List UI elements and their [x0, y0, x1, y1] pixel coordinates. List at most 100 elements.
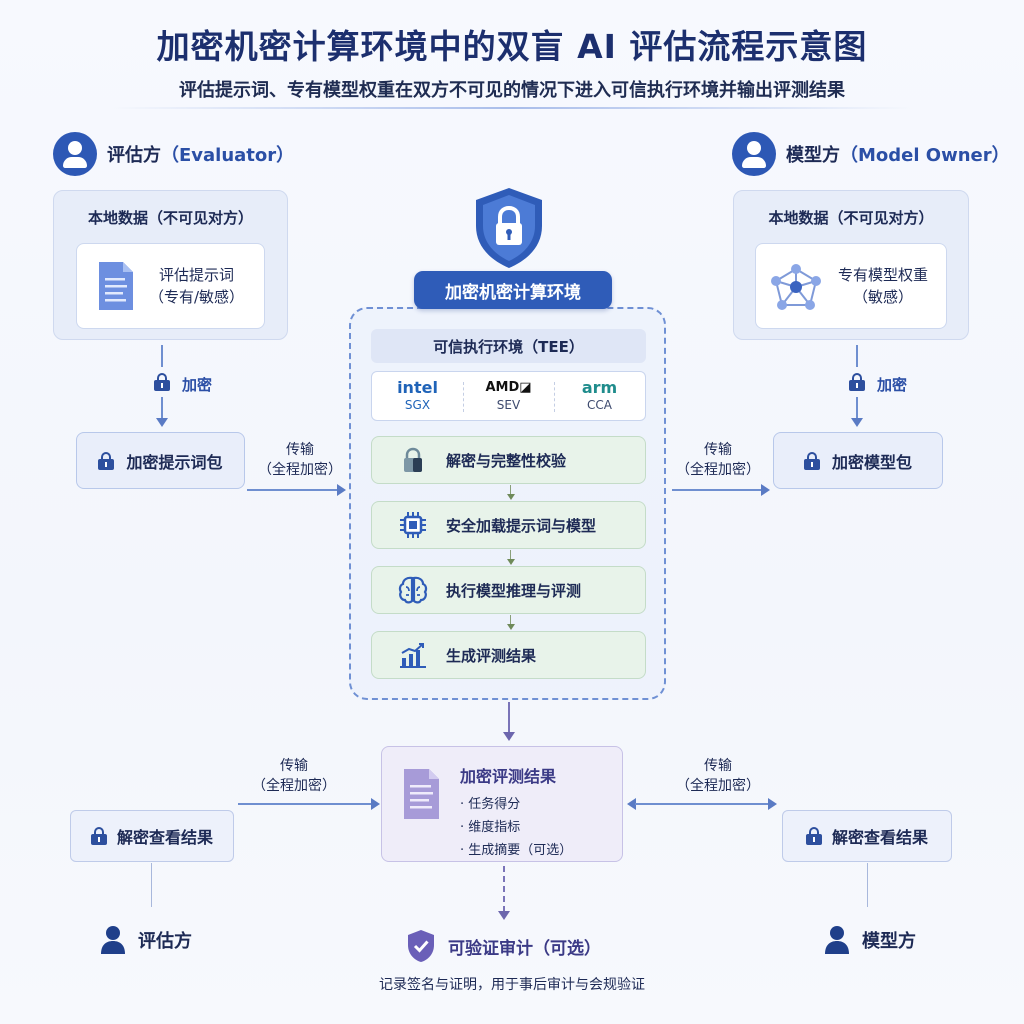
- lock-icon: [849, 373, 865, 391]
- model-encrypt-line-bottom: [856, 397, 858, 419]
- model-encrypt-line-top: [856, 345, 858, 367]
- tee-vendor-row: intel SGX AMD◪ SEV arm CCA: [371, 371, 646, 421]
- document-icon: [404, 769, 439, 819]
- intel-sgx-label: SGX: [404, 398, 431, 412]
- model-transfer-label: 传输 （全程加密）: [670, 440, 766, 480]
- evaluator-person: 评估方: [100, 925, 192, 955]
- lock-icon: [154, 373, 170, 391]
- vendor-amd: AMD◪ SEV: [463, 372, 554, 420]
- amd-logo: AMD◪: [485, 380, 532, 395]
- decrypt-view-left: 解密查看结果: [70, 810, 234, 862]
- evaluator-transfer-line2: （全程加密）: [258, 462, 342, 478]
- evaluator-heading-en: （Evaluator）: [161, 145, 295, 166]
- output-left-transfer-line1: 传输: [280, 758, 308, 774]
- shield-lock-icon: [476, 188, 542, 268]
- document-icon: [99, 262, 133, 310]
- evaluator-data-line1: 评估提示词: [159, 266, 235, 284]
- evaluator-panel-label: 本地数据（不可见对方）: [87, 209, 253, 227]
- output-right-transfer-label: 传输 （全程加密）: [670, 756, 766, 796]
- shield-check-icon: [408, 930, 434, 962]
- tee-heading: 可信执行环境（TEE）: [371, 329, 646, 363]
- model-weights-card: 专有模型权重 （敏感）: [755, 243, 947, 329]
- evaluator-encrypt-label: 加密: [182, 376, 213, 394]
- evaluator-transfer-line1: 传输: [286, 442, 314, 458]
- page-title: 加密机密计算环境中的双盲 AI 评估流程示意图: [156, 27, 868, 66]
- result-item: · 生成摘要（可选）: [460, 843, 573, 858]
- step-connector: [510, 615, 511, 625]
- arm-cca-label: CCA: [587, 398, 612, 412]
- tee-step-label: 生成评测结果: [446, 646, 537, 665]
- audit-note: 记录签名与证明，用于事后审计与会规验证: [379, 977, 645, 993]
- person-icon: [825, 926, 849, 954]
- output-left-transfer-label: 传输 （全程加密）: [246, 756, 342, 796]
- brain-icon: [398, 576, 428, 604]
- evaluator-transfer-label: 传输 （全程加密）: [252, 440, 348, 480]
- step-arrow: [507, 559, 515, 565]
- model-data-line2: （敏感）: [853, 288, 914, 306]
- enclave-tag: 加密机密计算环境: [414, 271, 612, 309]
- step-arrow: [507, 494, 515, 500]
- output-right-transfer-line1: 传输: [704, 758, 732, 774]
- output-right-transfer-arrow-right: [768, 798, 777, 810]
- output-left-transfer-line2: （全程加密）: [252, 778, 336, 794]
- evaluator-encrypt-line-bottom: [161, 397, 163, 419]
- model-encrypt-arrow: [851, 418, 863, 427]
- output-left-transfer-arrow: [371, 798, 380, 810]
- subtitle-divider: [110, 107, 914, 109]
- decrypt-left-label: 解密查看结果: [116, 828, 213, 847]
- tee-step-label: 执行模型推理与评测: [446, 581, 582, 600]
- decrypt-right-label: 解密查看结果: [831, 828, 928, 847]
- vendor-arm: arm CCA: [554, 372, 645, 420]
- model-encrypt-lock: [849, 373, 865, 395]
- encrypted-prompt-package-label: 加密提示词包: [126, 452, 223, 472]
- user-avatar-icon: [53, 132, 97, 176]
- model-transfer-line2: （全程加密）: [676, 462, 760, 478]
- output-right-transfer-line2: （全程加密）: [676, 778, 760, 794]
- step-connector: [510, 550, 511, 560]
- step-connector: [510, 485, 511, 495]
- encrypted-model-package: 加密模型包: [773, 432, 943, 489]
- result-title: 加密评测结果: [460, 767, 557, 786]
- arm-logo: arm: [581, 378, 618, 397]
- model-owner-person: 模型方: [824, 925, 916, 955]
- result-item: · 维度指标: [460, 820, 521, 835]
- tee-step-infer: 执行模型推理与评测: [371, 566, 646, 614]
- person-icon: [101, 926, 125, 954]
- result-to-audit-line: [503, 866, 505, 912]
- encrypted-result-card: 加密评测结果 · 任务得分 · 维度指标 · 生成摘要（可选）: [381, 746, 623, 862]
- model-owner-heading: 模型方（Model Owner）: [732, 132, 1010, 176]
- tee-step-label: 安全加载提示词与模型: [446, 516, 597, 535]
- result-item: · 任务得分: [460, 797, 521, 812]
- user-avatar-icon: [732, 132, 776, 176]
- model-transfer-line: [672, 489, 762, 491]
- evaluator-transfer-line: [247, 489, 339, 491]
- model-transfer-line1: 传输: [704, 442, 732, 458]
- lock-icon: [90, 827, 107, 845]
- model-owner-person-label: 模型方: [862, 931, 916, 952]
- chip-icon: [400, 512, 426, 538]
- tee-step-load: 安全加载提示词与模型: [371, 501, 646, 549]
- vendor-intel: intel SGX: [372, 372, 463, 420]
- evaluator-prompt-card: 评估提示词 （专有/敏感）: [76, 243, 265, 329]
- evaluator-heading-cn: 评估方: [107, 145, 161, 166]
- evaluator-encrypt-arrow: [156, 418, 168, 427]
- model-owner-panel-label: 本地数据（不可见对方）: [768, 209, 934, 227]
- decrypt-view-right: 解密查看结果: [782, 810, 952, 862]
- bar-chart-icon: [400, 643, 426, 668]
- model-owner-local-panel: 本地数据（不可见对方） 专有模型权重 （敏感）: [733, 190, 969, 340]
- tee-step-generate: 生成评测结果: [371, 631, 646, 679]
- encrypted-model-package-label: 加密模型包: [831, 452, 912, 472]
- intel-logo: intel: [397, 378, 438, 397]
- evaluator-local-panel: 本地数据（不可见对方） 评估提示词 （专有/敏感）: [53, 190, 288, 340]
- audit-heading: 可验证审计（可选）: [406, 929, 601, 963]
- lock-icon: [803, 451, 820, 470]
- model-transfer-arrow: [761, 484, 770, 496]
- model-data-line1: 专有模型权重: [838, 266, 929, 284]
- model-owner-heading-en: （Model Owner）: [840, 145, 1010, 166]
- evaluator-encrypt-line-top: [161, 345, 163, 367]
- page-subtitle: 评估提示词、专有模型权重在双方不可见的情况下进入可信执行环境并输出评测结果: [179, 80, 845, 101]
- left-person-connector: [151, 863, 152, 907]
- evaluator-data-line2: （专有/敏感）: [149, 288, 245, 306]
- lock-icon: [805, 827, 822, 845]
- audit-label: 可验证审计（可选）: [448, 938, 601, 959]
